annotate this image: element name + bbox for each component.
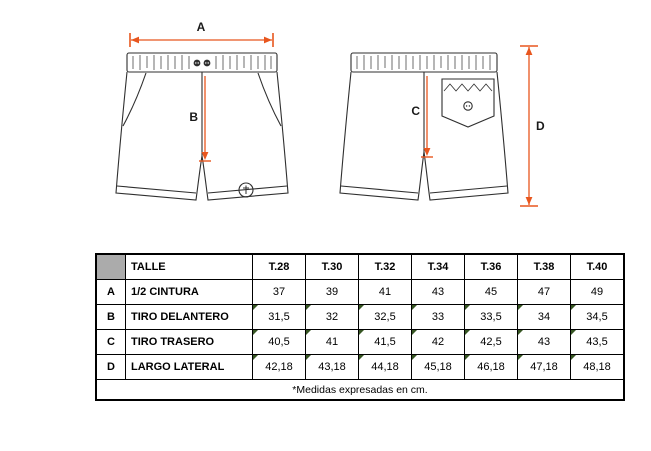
value-cell: 47,18 bbox=[517, 354, 571, 380]
value-cell: 48,18 bbox=[570, 354, 625, 380]
value-cell: 34 bbox=[517, 304, 571, 330]
value-cell: 40,5 bbox=[252, 329, 306, 355]
value-cell: 46,18 bbox=[464, 354, 518, 380]
size-col-header: T.32 bbox=[358, 253, 412, 280]
measure-b-label: B bbox=[189, 110, 198, 124]
back-hem-stitches bbox=[340, 185, 508, 194]
size-col-header: T.34 bbox=[411, 253, 465, 280]
waistband-buttons bbox=[193, 59, 211, 67]
value-cell: 37 bbox=[252, 279, 306, 305]
value-cell: 32 bbox=[305, 304, 359, 330]
value-cell: 42,5 bbox=[464, 329, 518, 355]
table-row: D LARGO LATERAL 42,18 43,18 44,18 45,18 … bbox=[95, 354, 625, 380]
table-row: A 1/2 CINTURA 37 39 41 43 45 47 49 bbox=[95, 279, 625, 305]
front-pocket-openings bbox=[122, 72, 282, 127]
back-pocket-zigzag-stitch bbox=[443, 83, 493, 92]
size-table-section: TALLE T.28 T.30 T.32 T.34 T.36 T.38 T.40… bbox=[95, 253, 625, 401]
value-cell: 31,5 bbox=[252, 304, 306, 330]
value-cell: 44,18 bbox=[358, 354, 412, 380]
row-letter-cell: B bbox=[95, 304, 126, 330]
measure-c-label: C bbox=[411, 104, 420, 118]
value-cell: 43,5 bbox=[570, 329, 625, 355]
measure-d-label: D bbox=[536, 119, 545, 133]
value-cell: 33 bbox=[411, 304, 465, 330]
value-cell: 49 bbox=[570, 279, 625, 305]
row-label-cell: 1/2 CINTURA bbox=[125, 279, 253, 305]
row-label-cell: TIRO TRASERO bbox=[125, 329, 253, 355]
measure-c bbox=[421, 76, 433, 158]
value-cell: 43 bbox=[517, 329, 571, 355]
front-shorts-drawing bbox=[115, 52, 289, 201]
shorts-diagram-svg: A B C D bbox=[115, 20, 545, 207]
table-row: C TIRO TRASERO 40,5 41 41,5 42 42,5 43 4… bbox=[95, 329, 625, 355]
size-header-row: TALLE T.28 T.30 T.32 T.34 T.36 T.38 T.40 bbox=[95, 253, 625, 280]
value-cell: 34,5 bbox=[570, 304, 625, 330]
units-footnote: *Medidas expresadas en cm. bbox=[95, 379, 625, 401]
table-row: B TIRO DELANTERO 31,5 32 32,5 33 33,5 34… bbox=[95, 304, 625, 330]
measure-d bbox=[520, 45, 538, 207]
value-cell: 43 bbox=[411, 279, 465, 305]
size-col-header: T.30 bbox=[305, 253, 359, 280]
back-pocket-button bbox=[463, 101, 473, 111]
brand-logo bbox=[238, 182, 254, 198]
row-label-cell: TIRO DELANTERO bbox=[125, 304, 253, 330]
value-cell: 39 bbox=[305, 279, 359, 305]
value-cell: 42 bbox=[411, 329, 465, 355]
size-col-header: T.40 bbox=[570, 253, 625, 280]
size-col-header: T.28 bbox=[252, 253, 306, 280]
front-waistband-gathers bbox=[132, 55, 272, 70]
row-letter-cell: A bbox=[95, 279, 126, 305]
value-cell: 42,18 bbox=[252, 354, 306, 380]
value-cell: 47 bbox=[517, 279, 571, 305]
row-letter-cell: D bbox=[95, 354, 126, 380]
measure-b bbox=[199, 76, 211, 162]
value-cell: 41,5 bbox=[358, 329, 412, 355]
back-waistband-gathers bbox=[356, 55, 491, 70]
size-col-header: T.38 bbox=[517, 253, 571, 280]
value-cell: 32,5 bbox=[358, 304, 412, 330]
back-waistband bbox=[350, 52, 498, 73]
value-cell: 45 bbox=[464, 279, 518, 305]
front-waistband bbox=[126, 52, 278, 73]
row-letter-cell: C bbox=[95, 329, 126, 355]
size-table: TALLE T.28 T.30 T.32 T.34 T.36 T.38 T.40… bbox=[95, 253, 625, 401]
value-cell: 45,18 bbox=[411, 354, 465, 380]
value-cell: 41 bbox=[305, 329, 359, 355]
value-cell: 41 bbox=[358, 279, 412, 305]
size-col-header: T.36 bbox=[464, 253, 518, 280]
footnote-row: *Medidas expresadas en cm. bbox=[95, 379, 625, 401]
shorts-technical-diagram: A B C D bbox=[115, 20, 545, 207]
back-shorts-drawing bbox=[339, 52, 509, 201]
value-cell: 33,5 bbox=[464, 304, 518, 330]
value-cell: 43,18 bbox=[305, 354, 359, 380]
measure-a-label: A bbox=[197, 20, 206, 34]
measure-a bbox=[129, 33, 274, 47]
corner-cell bbox=[95, 253, 126, 280]
row-label-cell: LARGO LATERAL bbox=[125, 354, 253, 380]
size-header-cell: TALLE bbox=[125, 253, 253, 280]
back-pocket bbox=[441, 78, 495, 128]
measurement-annotations: A B C D bbox=[129, 20, 545, 207]
back-pocket-outline bbox=[441, 78, 495, 128]
front-hem-stitches bbox=[116, 185, 288, 194]
